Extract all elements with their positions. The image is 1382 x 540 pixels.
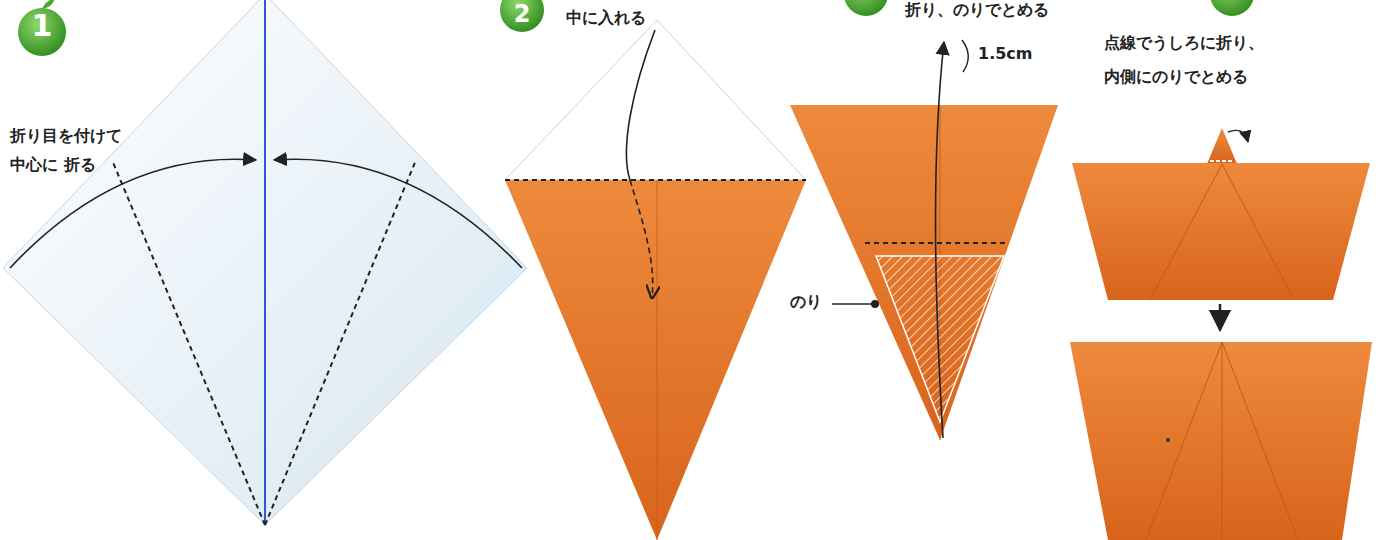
dot-mark xyxy=(1166,438,1170,442)
crease xyxy=(1150,164,1294,300)
step-four xyxy=(1070,0,1372,540)
fold-line xyxy=(112,160,265,525)
dimension-label: 1.5cm xyxy=(978,44,1048,65)
fold-arrow xyxy=(1228,130,1248,142)
fold-arrow xyxy=(274,159,522,268)
paper-body xyxy=(505,180,806,540)
step-one xyxy=(3,0,527,525)
step-badge xyxy=(18,8,66,56)
step-badge xyxy=(844,0,888,16)
step-two xyxy=(500,0,806,540)
fold-line xyxy=(265,160,416,525)
fold-arrow xyxy=(626,30,655,180)
paper-square xyxy=(3,0,527,525)
fold-arrow xyxy=(630,180,653,298)
leader-line xyxy=(832,303,872,304)
glue-label: のり xyxy=(790,292,830,313)
instruction-text: 折り、のりでとめる xyxy=(905,0,1105,21)
crease xyxy=(1146,342,1298,540)
instruction-text: 点線でうしろに折り、 内側にのりでとめる xyxy=(1104,26,1282,93)
crease xyxy=(657,180,658,540)
paper-body xyxy=(1070,342,1372,540)
fold-line xyxy=(865,242,1009,244)
paper-flap xyxy=(505,20,806,180)
step-badge xyxy=(500,0,544,32)
fold-line xyxy=(1210,160,1234,162)
paper-tip xyxy=(1207,128,1237,164)
paper-body xyxy=(790,105,1058,440)
instruction-text: 中に入れる xyxy=(566,8,686,29)
paper-body xyxy=(1072,163,1370,300)
step-number: 2 xyxy=(507,0,537,29)
fold-line xyxy=(505,179,806,181)
step-badge xyxy=(1210,0,1254,16)
instruction-text: 折り目を付けて 中心に 折る xyxy=(10,122,138,180)
fold-arrow xyxy=(936,42,944,438)
leader-dot xyxy=(871,300,879,308)
next-arrow xyxy=(1219,304,1222,330)
fold-arrow xyxy=(10,159,256,268)
step-three xyxy=(790,0,1058,440)
center-crease xyxy=(264,0,266,525)
apple-leaf xyxy=(42,0,55,9)
dimension-bracket xyxy=(962,40,968,72)
step-number: 1 xyxy=(27,8,57,44)
